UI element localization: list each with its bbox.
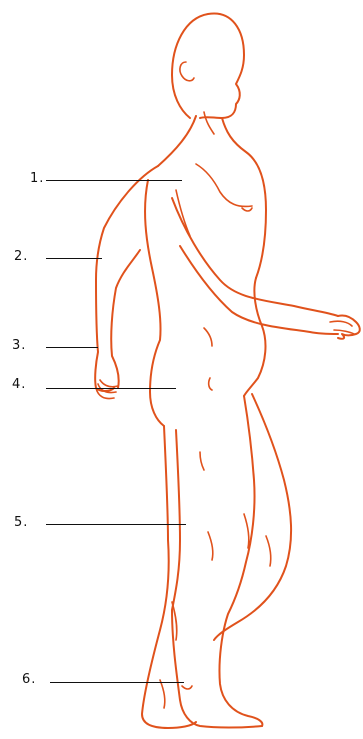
- front-leg-inner: [172, 430, 262, 728]
- leader-line-2: [46, 258, 102, 259]
- ankle-detail-1: [182, 686, 192, 689]
- leader-line-6: [50, 682, 184, 683]
- front-hand-fingers: [330, 321, 354, 334]
- leader-line-4: [46, 388, 176, 389]
- knee-detail-2: [244, 514, 249, 548]
- pectoral-detail: [196, 164, 252, 206]
- leader-line-3: [46, 347, 98, 348]
- rear-arm-inner: [111, 250, 140, 388]
- abdomen-detail-2: [209, 378, 212, 390]
- nipple-detail: [242, 208, 252, 211]
- label-number-5: 5.: [14, 516, 28, 529]
- front-leg-outer: [219, 396, 262, 726]
- knee-detail-3: [266, 536, 271, 566]
- label-number-1: 1.: [30, 172, 44, 185]
- rear-leg-calf: [214, 394, 291, 640]
- knee-detail-1: [208, 532, 213, 560]
- neck-front: [222, 118, 266, 278]
- ear-detail: [180, 62, 194, 81]
- label-number-3: 3.: [12, 339, 26, 352]
- label-number-4: 4.: [12, 378, 26, 391]
- abdomen-detail-1: [204, 328, 212, 346]
- front-hand: [338, 315, 360, 338]
- leader-line-1: [46, 180, 182, 181]
- label-number-2: 2.: [14, 250, 28, 263]
- leader-line-5: [46, 524, 186, 525]
- label-number-6: 6.: [22, 673, 36, 686]
- front-arm-upper: [172, 198, 338, 316]
- thigh-detail: [200, 452, 204, 470]
- ankle-detail-2: [160, 680, 165, 708]
- head-outline: [172, 13, 244, 118]
- neck-back: [158, 116, 196, 166]
- back-upper: [95, 166, 158, 391]
- neck-detail: [204, 112, 214, 134]
